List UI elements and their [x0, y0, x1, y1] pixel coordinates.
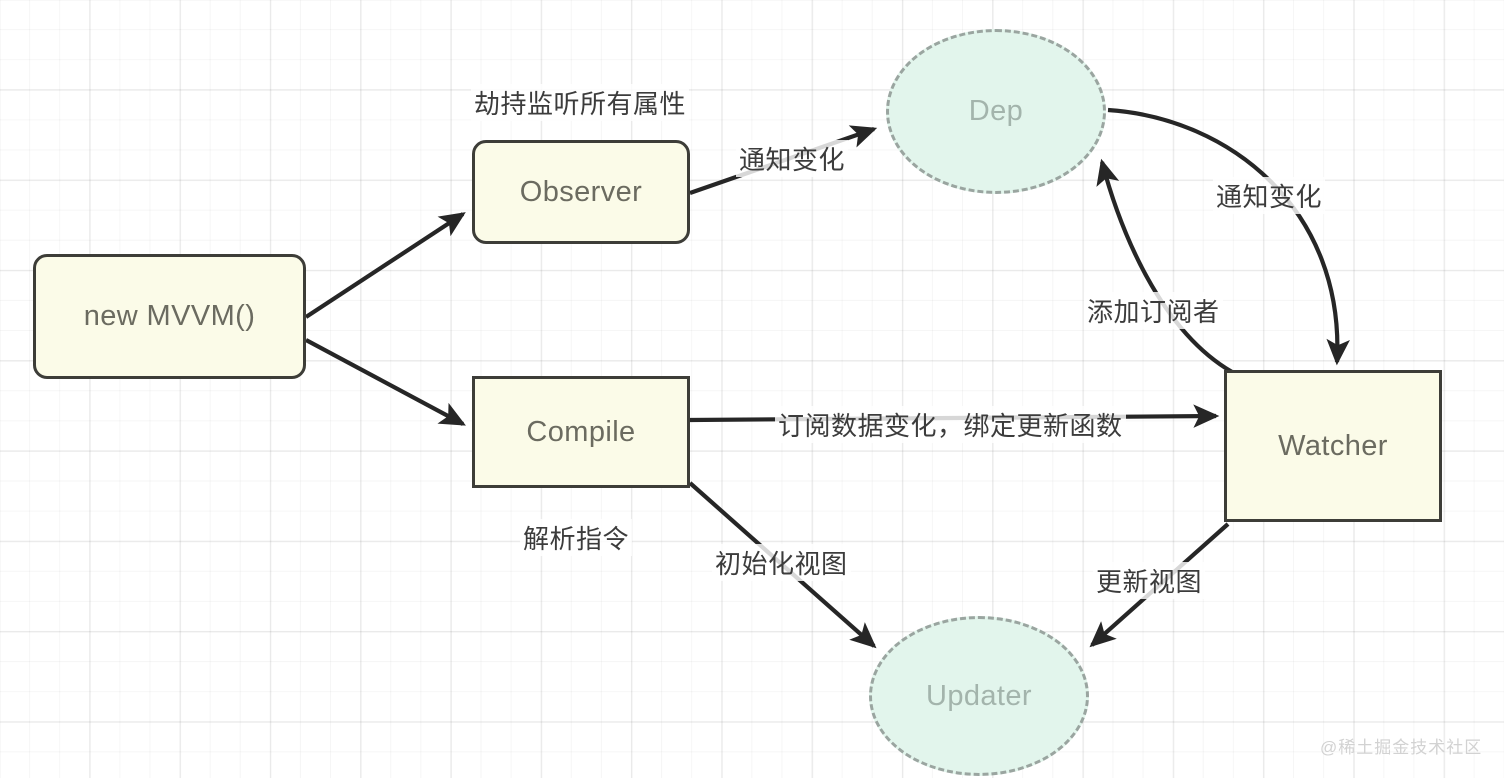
edge-label-mvvm-observer: 劫持监听所有属性: [471, 84, 690, 121]
edge-label-watcher-updater: 更新视图: [1093, 562, 1206, 599]
node-label-compile: Compile: [526, 415, 636, 448]
edge-label-dep-watcher: 通知变化: [1213, 177, 1326, 214]
node-compile[interactable]: Compile: [472, 376, 690, 488]
node-label-observer: Observer: [519, 175, 643, 208]
node-label-watcher: Watcher: [1278, 429, 1388, 462]
node-label-new-mvvm: new MVVM(): [83, 300, 256, 332]
node-new-mvvm[interactable]: new MVVM(): [33, 254, 306, 379]
node-observer[interactable]: Observer: [472, 140, 690, 244]
watermark: @稀土掘金技术社区: [1320, 738, 1483, 757]
edge-label-compile-watcher: 订阅数据变化，绑定更新函数: [775, 406, 1126, 443]
edge-label-watcher-dep: 添加订阅者: [1084, 292, 1223, 329]
node-watcher[interactable]: Watcher: [1224, 370, 1442, 522]
edge-mvvm-compile: [305, 338, 466, 426]
node-label-dep: Dep: [968, 95, 1024, 127]
node-label-updater: Updater: [926, 679, 1032, 712]
edge-mvvm-observer: [304, 212, 466, 319]
node-dep[interactable]: Dep: [886, 29, 1106, 194]
node-updater[interactable]: Updater: [869, 616, 1089, 776]
edge-label-compile-updater: 初始化视图: [712, 544, 851, 581]
edge-label-mvvm-compile: 解析指令: [520, 519, 633, 556]
edge-label-observer-dep: 通知变化: [736, 140, 849, 177]
